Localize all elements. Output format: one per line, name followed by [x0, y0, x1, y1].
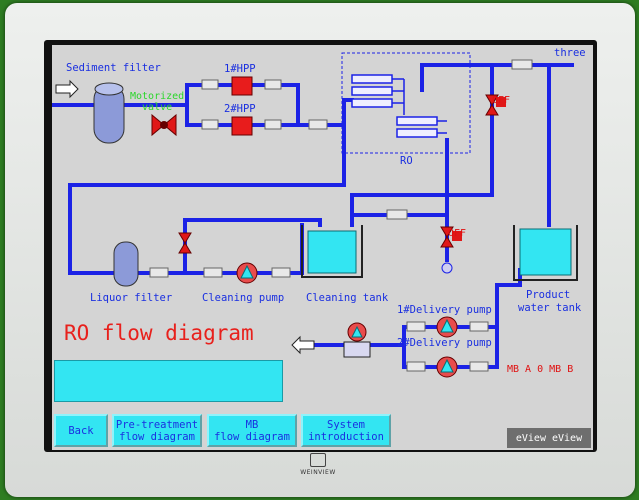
process-diagram: [52, 52, 578, 378]
label-off-top: OFF: [492, 95, 511, 106]
cleaning-tank: [301, 225, 363, 278]
label-hpp2: 2#HPP: [224, 103, 256, 115]
cleaning-pump-icon: [236, 262, 258, 284]
back-button[interactable]: Back: [54, 414, 108, 447]
outlet-arrow-icon: [291, 335, 315, 355]
brand-icon: [310, 453, 326, 467]
eview-label: eView eView: [507, 428, 591, 448]
liquor-filter: [113, 241, 139, 287]
label-liquor-filter: Liquor filter: [90, 292, 173, 304]
off-valve-mid-icon: [440, 226, 462, 274]
label-motorized-valve: Motorized valve: [130, 91, 185, 113]
label-off-mid: OFF: [448, 228, 467, 239]
delivery-pump2-icon: [436, 356, 458, 378]
off-valve-top-icon: [485, 94, 506, 116]
label-product-tank-1: Product: [526, 289, 571, 301]
label-three: three: [554, 47, 586, 59]
label-delivery-pump2: 2#Delivery pump: [397, 337, 492, 349]
sediment-filter: [93, 82, 125, 144]
motorized-valve-icon: [151, 113, 177, 137]
mb-status: MB A 0 MB B: [507, 364, 574, 375]
cleaning-valve-icon: [178, 232, 192, 254]
message-display: [54, 360, 283, 402]
delivery-pump1-icon: [436, 316, 458, 338]
label-ro: RO: [400, 155, 413, 167]
hmi-screen: Sediment filter Motorized valve 1#HPP 2#…: [52, 45, 593, 450]
hpp2-icon: [231, 116, 253, 136]
product-water-tank: [513, 225, 578, 281]
hpp1-icon: [231, 76, 253, 96]
brand-logo: WEINVIEW: [288, 453, 348, 476]
page-title: RO flow diagram: [64, 321, 254, 345]
pretreatment-flow-button[interactable]: Pre-treatment flow diagram: [112, 414, 202, 447]
ro-membrane-unit: [341, 52, 471, 154]
label-delivery-pump1: 1#Delivery pump: [397, 304, 492, 316]
label-hpp1: 1#HPP: [224, 63, 256, 75]
label-cleaning-tank: Cleaning tank: [306, 292, 389, 304]
booster-pump-icon: [343, 322, 371, 358]
brand-text: WEINVIEW: [300, 469, 336, 476]
label-product-tank-2: water tank: [518, 302, 582, 314]
inlet-arrow-icon: [55, 79, 79, 99]
label-cleaning-pump: Cleaning pump: [202, 292, 285, 304]
system-introduction-button[interactable]: System introduction: [301, 414, 391, 447]
mb-flow-button[interactable]: MB flow diagram: [207, 414, 297, 447]
label-sediment-filter: Sediment filter: [66, 62, 161, 74]
